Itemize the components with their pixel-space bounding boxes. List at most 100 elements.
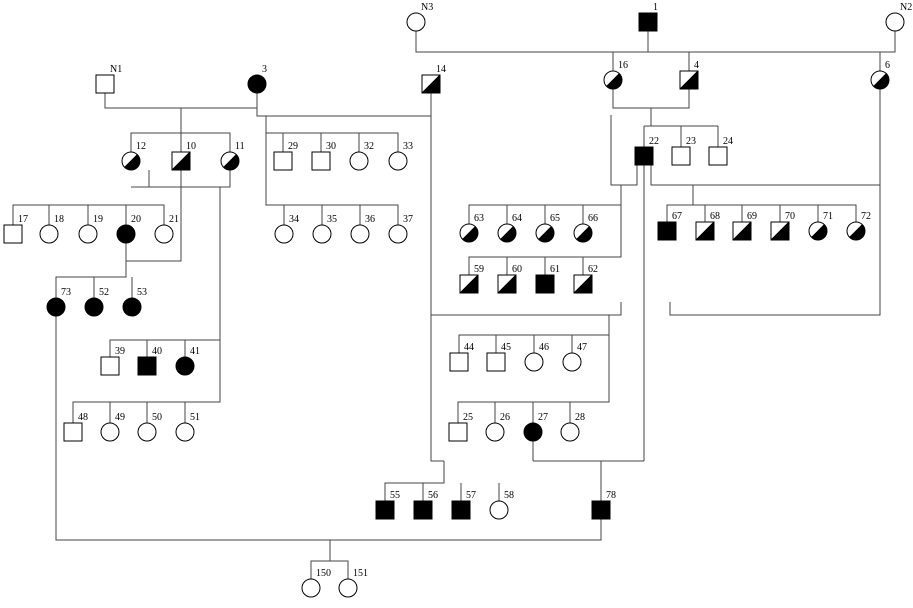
individual-label: 51 bbox=[190, 412, 200, 423]
individual-16: 16 bbox=[603, 60, 628, 90]
female-symbol bbox=[274, 224, 294, 244]
carrier-diagonal bbox=[695, 221, 715, 241]
male-symbol bbox=[311, 151, 331, 171]
individual-49: 49 bbox=[100, 412, 125, 442]
individual-label: 48 bbox=[78, 412, 88, 423]
individual-N3: N3 bbox=[406, 2, 433, 32]
male-symbol bbox=[375, 500, 395, 520]
individual-21: 21 bbox=[154, 214, 179, 244]
individual-label: 41 bbox=[190, 346, 200, 357]
individual-17: 17 bbox=[3, 214, 28, 244]
connection-lines bbox=[12, 31, 896, 579]
individual-label: 45 bbox=[501, 342, 511, 353]
male-symbol bbox=[708, 146, 728, 166]
female-symbol bbox=[350, 224, 370, 244]
female-symbol bbox=[388, 224, 408, 244]
individual-label: 70 bbox=[785, 211, 795, 222]
carrier-diagonal bbox=[171, 151, 191, 171]
individual-label: 73 bbox=[61, 287, 71, 298]
individual-34: 34 bbox=[274, 214, 299, 244]
individual-label: 58 bbox=[504, 490, 514, 501]
male-symbol bbox=[273, 151, 293, 171]
pedigree-line bbox=[181, 170, 231, 188]
carrier-diagonal bbox=[500, 226, 514, 240]
individual-1: 1 bbox=[638, 2, 658, 32]
individual-N2: N2 bbox=[885, 2, 912, 32]
individual-label: 20 bbox=[131, 214, 141, 225]
individual-14: 14 bbox=[421, 64, 446, 94]
female-symbol bbox=[388, 151, 408, 171]
individual-label: N2 bbox=[900, 2, 912, 13]
carrier-diagonal bbox=[421, 74, 441, 94]
individual-18: 18 bbox=[39, 214, 64, 244]
carrier-diagonal bbox=[606, 73, 620, 87]
pedigree-line bbox=[109, 187, 221, 357]
individual-label: 1 bbox=[653, 2, 658, 13]
male-symbol bbox=[448, 422, 468, 442]
pedigree-line bbox=[125, 187, 182, 262]
individual-label: 10 bbox=[186, 141, 196, 152]
individual-4: 4 bbox=[679, 60, 699, 90]
male-symbol bbox=[486, 352, 506, 372]
pedigree-line bbox=[430, 93, 622, 316]
individual-68: 68 bbox=[695, 211, 720, 241]
individual-26: 26 bbox=[485, 412, 510, 442]
individual-label: 78 bbox=[606, 490, 616, 501]
individual-72: 72 bbox=[846, 211, 871, 241]
individual-label: 46 bbox=[539, 342, 549, 353]
female-symbol bbox=[100, 422, 120, 442]
individual-30: 30 bbox=[311, 141, 336, 171]
individual-52: 52 bbox=[84, 287, 109, 317]
female-symbol bbox=[885, 12, 905, 32]
individual-46: 46 bbox=[524, 342, 549, 372]
individual-58: 58 bbox=[489, 490, 514, 520]
carrier-fill bbox=[849, 224, 865, 240]
individual-44: 44 bbox=[449, 342, 474, 372]
pedigree-line bbox=[330, 560, 349, 579]
individual-N1: N1 bbox=[95, 64, 122, 94]
pedigree-line bbox=[612, 89, 690, 109]
individual-25: 25 bbox=[448, 412, 473, 442]
individual-36: 36 bbox=[350, 214, 375, 244]
individual-22: 22 bbox=[634, 136, 659, 166]
individual-label: 28 bbox=[575, 412, 585, 423]
carrier-fill bbox=[811, 224, 827, 240]
individual-label: 32 bbox=[364, 141, 374, 152]
individual-label: 50 bbox=[152, 412, 162, 423]
male-symbol bbox=[100, 356, 120, 376]
female-symbol bbox=[154, 224, 174, 244]
pedigree-line bbox=[415, 31, 896, 53]
individual-label: 151 bbox=[353, 568, 368, 579]
individual-label: 57 bbox=[466, 490, 476, 501]
individual-label: 29 bbox=[288, 141, 298, 152]
carrier-diagonal bbox=[459, 274, 479, 294]
pedigree-line bbox=[430, 315, 444, 462]
individual-53: 53 bbox=[122, 287, 147, 317]
carrier-diagonal bbox=[573, 274, 593, 294]
individual-label: 71 bbox=[823, 211, 833, 222]
individual-label: 47 bbox=[577, 342, 587, 353]
female-symbol bbox=[247, 74, 267, 94]
female-symbol bbox=[349, 151, 369, 171]
carrier-diagonal bbox=[124, 154, 138, 168]
female-symbol bbox=[39, 224, 59, 244]
individual-20: 20 bbox=[116, 214, 141, 244]
male-symbol bbox=[95, 74, 115, 94]
individual-label: 59 bbox=[474, 264, 484, 275]
female-symbol bbox=[523, 422, 543, 442]
individual-label: 33 bbox=[403, 141, 413, 152]
individual-27: 27 bbox=[523, 412, 548, 442]
individual-29: 29 bbox=[273, 141, 298, 171]
carrier-diagonal bbox=[770, 221, 790, 241]
individual-label: 39 bbox=[115, 346, 125, 357]
female-symbol bbox=[560, 422, 580, 442]
female-symbol bbox=[175, 422, 195, 442]
carrier-fill bbox=[124, 154, 141, 170]
individual-39: 39 bbox=[100, 346, 125, 376]
individual-24: 24 bbox=[708, 136, 733, 166]
individual-55: 55 bbox=[375, 490, 400, 520]
female-symbol bbox=[338, 578, 358, 598]
